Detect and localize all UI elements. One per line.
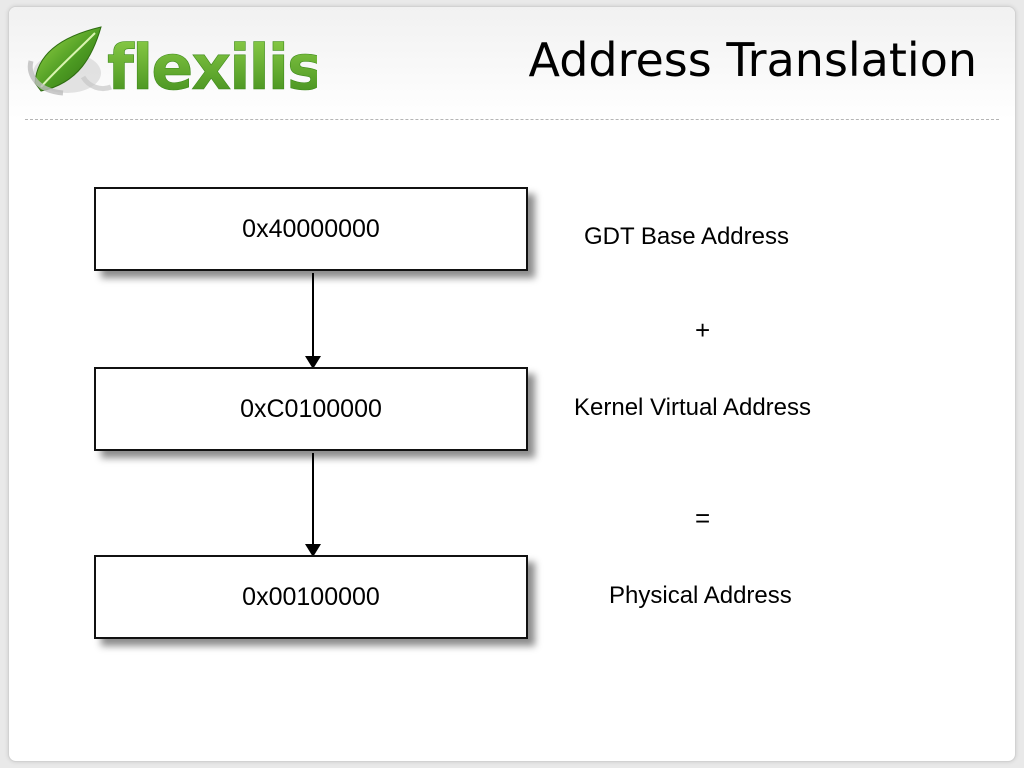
address-box-gdt-base: 0x40000000 xyxy=(94,187,528,271)
arrow-down-icon xyxy=(305,273,321,369)
leaf-icon: flexilis xyxy=(27,26,317,104)
label-physical-address: Physical Address xyxy=(609,582,792,609)
flexilis-logo: flexilis xyxy=(27,21,317,111)
label-kernel-virtual-address: Kernel Virtual Address xyxy=(574,394,812,421)
slide-title: Address Translation xyxy=(528,33,977,87)
label-gdt-base-address: GDT Base Address xyxy=(584,223,789,250)
address-value: 0xC0100000 xyxy=(240,395,382,423)
arrow-down-icon xyxy=(305,453,321,557)
title-divider xyxy=(25,119,999,120)
address-value: 0x40000000 xyxy=(242,215,380,243)
slide: flexilis Address Translation 0x40000000 … xyxy=(8,6,1016,762)
header-background xyxy=(9,7,1015,119)
address-value: 0x00100000 xyxy=(242,583,380,611)
address-box-kernel-virtual: 0xC0100000 xyxy=(94,367,528,451)
address-box-physical: 0x00100000 xyxy=(94,555,528,639)
logo-text: flexilis xyxy=(107,31,317,104)
plus-operator: + xyxy=(695,315,711,345)
equals-operator: = xyxy=(695,503,711,533)
